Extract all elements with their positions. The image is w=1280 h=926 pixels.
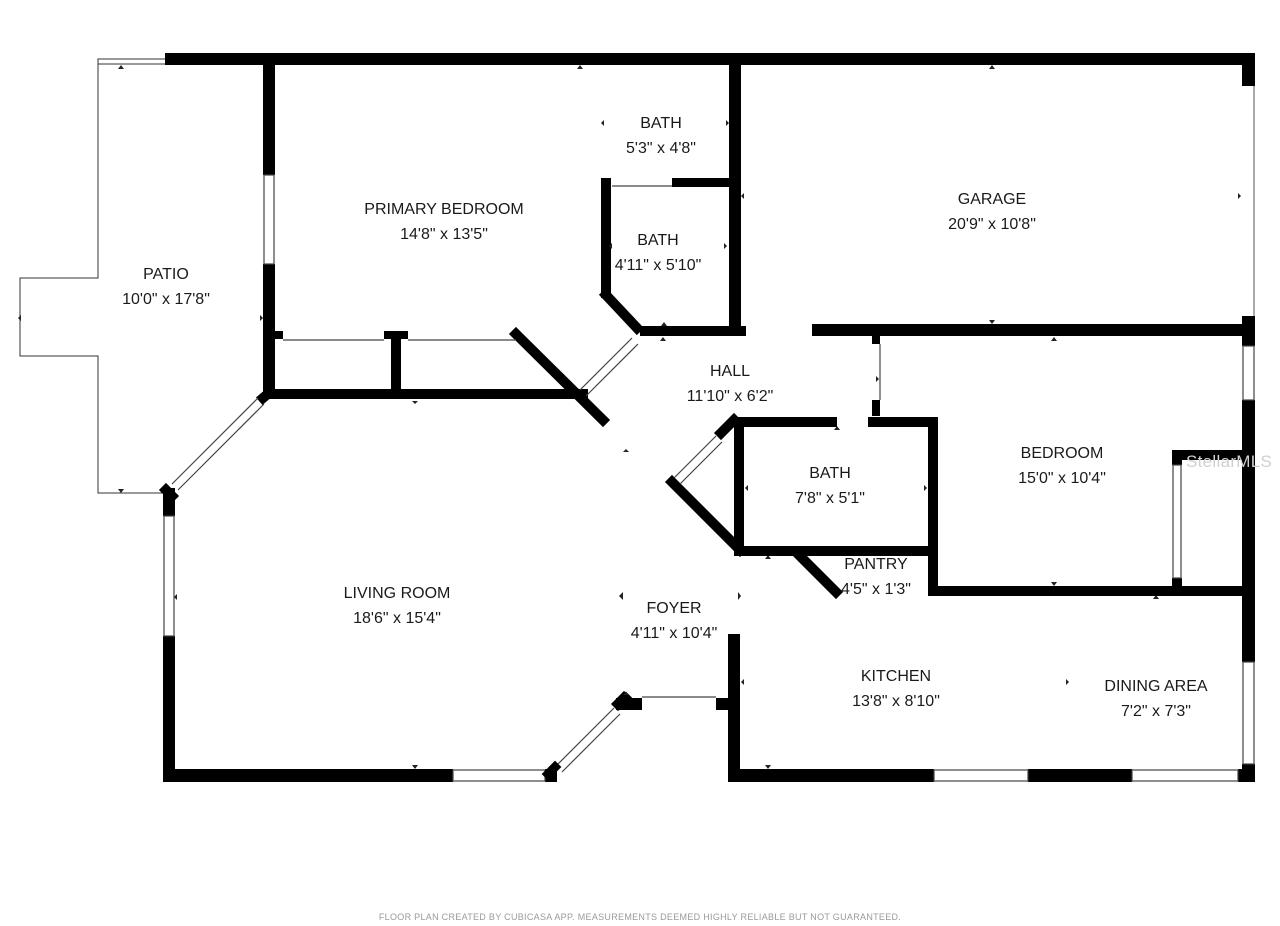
room-name: BEDROOM bbox=[1020, 445, 1104, 462]
room-name: PRIMARY BEDROOM bbox=[364, 201, 524, 218]
room-size: 4'11" x 5'10" bbox=[614, 257, 702, 274]
diagonal-walls bbox=[158, 287, 844, 712]
footer-disclaimer: FLOOR PLAN CREATED BY CUBICASA APP. MEAS… bbox=[378, 912, 902, 922]
room-size: 14'8" x 13'5" bbox=[400, 226, 488, 243]
room-label-bath-middle: BATH 4'11" x 5'10" bbox=[615, 228, 702, 278]
windows bbox=[163, 174, 1255, 782]
room-size: 4'11" x 10'4" bbox=[630, 625, 718, 642]
room-label-foyer: FOYER 4'11" x 10'4" bbox=[631, 596, 718, 646]
room-size: 7'2" x 7'3" bbox=[1121, 703, 1191, 720]
room-size: 13'8" x 8'10" bbox=[852, 693, 940, 710]
room-name: FOYER bbox=[646, 600, 702, 617]
room-name: PANTRY bbox=[844, 556, 908, 573]
room-size: 10'0" x 17'8" bbox=[122, 291, 210, 308]
room-label-patio: PATIO 10'0" x 17'8" bbox=[122, 262, 210, 312]
diagonal-window-frame bbox=[541, 691, 633, 781]
room-label-bath-top: BATH 5'3" x 4'8" bbox=[626, 111, 696, 161]
room-label-bath-lower: BATH 7'8" x 5'1" bbox=[795, 461, 865, 511]
room-size: 18'6" x 15'4" bbox=[353, 610, 441, 627]
room-name: KITCHEN bbox=[860, 668, 932, 685]
room-size: 7'8" x 5'1" bbox=[795, 490, 865, 507]
room-name: BATH bbox=[640, 115, 682, 132]
room-name: HALL bbox=[709, 363, 751, 380]
watermark: StellarMLS bbox=[1186, 452, 1273, 471]
room-name: DINING AREA bbox=[1104, 678, 1208, 695]
room-name: PATIO bbox=[143, 266, 189, 283]
diagonal-windows bbox=[171, 337, 723, 773]
room-name: LIVING ROOM bbox=[343, 585, 451, 602]
room-name: GARAGE bbox=[957, 191, 1027, 208]
room-size: 4'5" x 1'3" bbox=[841, 581, 911, 598]
walls bbox=[163, 53, 1255, 782]
room-name: BATH bbox=[637, 232, 679, 249]
room-label-living-room: LIVING ROOM 18'6" x 15'4" bbox=[344, 581, 451, 631]
room-size: 15'0" x 10'4" bbox=[1018, 470, 1106, 487]
room-label-pantry: PANTRY 4'5" x 1'3" bbox=[841, 552, 911, 602]
room-size: 5'3" x 4'8" bbox=[626, 140, 696, 157]
room-size: 20'9" x 10'8" bbox=[948, 216, 1036, 233]
room-label-bedroom: BEDROOM 15'0" x 10'4" bbox=[1018, 441, 1106, 491]
measurement-ticks bbox=[18, 65, 1241, 769]
room-label-primary-bedroom: PRIMARY BEDROOM 14'8" x 13'5" bbox=[364, 197, 523, 247]
room-label-kitchen: KITCHEN 13'8" x 8'10" bbox=[852, 664, 940, 714]
room-label-hall: HALL 11'10" x 6'2" bbox=[687, 359, 774, 409]
room-size: 11'10" x 6'2" bbox=[686, 388, 774, 405]
room-label-dining-area: DINING AREA 7'2" x 7'3" bbox=[1104, 674, 1207, 724]
room-name: BATH bbox=[809, 465, 851, 482]
room-label-garage: GARAGE 20'9" x 10'8" bbox=[948, 187, 1036, 237]
